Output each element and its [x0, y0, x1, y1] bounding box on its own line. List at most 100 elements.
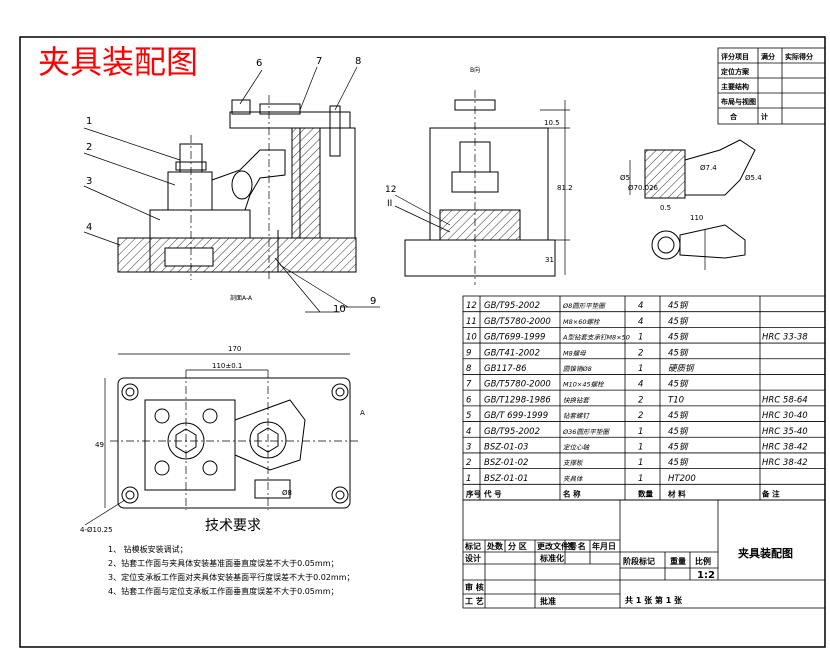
tech-requirement-2: 2、钻套工作面与夹具体安装基准面垂直度误差不大于0.05mm； — [108, 558, 339, 568]
detail-dim-b: Ø70.026 — [628, 184, 659, 192]
parts-cell: 45钢 — [668, 379, 689, 390]
tech-requirement-3: 3、定位支承板工作面对夹具体安装基面平行度误差不大于0.02mm； — [108, 572, 355, 582]
parts-cell: 4 — [638, 380, 643, 390]
title-scale-value: 1:2 — [697, 570, 715, 581]
plan-view — [84, 353, 360, 526]
parts-cell: 11 — [466, 317, 477, 327]
detail-dim-a: Ø5 — [620, 174, 630, 182]
parts-cell: T10 — [668, 395, 684, 405]
parts-cell: HRC 58-64 — [762, 395, 808, 405]
parts-cell: 圆锥销Ø8 — [563, 365, 592, 373]
parts-cell: 硬质钢 — [668, 363, 695, 374]
parts-cell: 1 — [466, 474, 471, 484]
parts-cell: 夹具体 — [563, 475, 584, 483]
parts-cell: 45钢 — [668, 426, 689, 437]
parts-cell: GB/T699-1999 — [484, 333, 545, 343]
parts-cell: 1 — [638, 458, 643, 468]
parts-cell: Ø36圆形平垫圈 — [562, 428, 610, 436]
parts-cell: 45钢 — [668, 332, 689, 343]
score-header-item: 评分项目 — [721, 52, 749, 61]
parts-cell: 快换钻套 — [563, 396, 591, 404]
parts-cell: 10 — [466, 333, 477, 343]
parts-cell: GB/T5780-2000 — [484, 380, 551, 390]
parts-cell: GB/T 699-1999 — [484, 411, 548, 421]
plan-view-labels: 170 110±0.1 49 Ø8 4-Ø10.25 A — [80, 345, 365, 534]
parts-cell: 7 — [466, 380, 472, 390]
parts-cell: 45钢 — [668, 347, 689, 358]
score-row-3: 布局与视图 — [721, 97, 756, 106]
tech-requirements: 技术要求 1、 钻模板安装调试； 2、钻套工作面与夹具体安装基准面垂直度误差不大… — [108, 518, 355, 596]
title-sheet-count: 共 1 张 第 1 张 — [625, 595, 683, 605]
parts-cell: 4 — [638, 301, 643, 311]
callout-7: 7 — [316, 56, 322, 67]
parts-header-cell: 备 注 — [761, 489, 780, 499]
side-callout-II: II — [387, 199, 392, 209]
title-label-scale: 比例 — [695, 556, 711, 566]
callout-4: 1 — [86, 116, 92, 127]
workpiece-detail-view — [629, 139, 756, 270]
parts-cell: 45钢 — [668, 410, 689, 421]
parts-header-cell: 数量 — [638, 489, 653, 499]
score-row-2: 主要结构 — [721, 82, 749, 91]
parts-cell: 2 — [466, 458, 471, 468]
parts-header-cell: 名 称 — [563, 489, 581, 499]
parts-cell: HRC 35-40 — [762, 427, 808, 437]
title-block-text: 夹具装配图 标记 处数 分 区 更改文件号 签 名 年月日 设计 标准化 阶段标… — [464, 541, 793, 606]
parts-header-cell: 序号 — [466, 489, 481, 499]
title-label-stage: 阶段标记 — [623, 556, 655, 566]
parts-cell: GB/T95-2002 — [484, 427, 540, 437]
side-dim-base: 31 — [545, 256, 554, 264]
parts-cell: GB117-86 — [484, 364, 527, 374]
side-view — [394, 90, 570, 285]
callout-6: 6 — [256, 58, 262, 69]
parts-cell: 1 — [638, 442, 643, 452]
parts-cell: HT200 — [668, 474, 696, 484]
parts-header-cell: 材 料 — [668, 489, 686, 499]
title-label-process: 工 艺 — [465, 596, 484, 606]
parts-cell: A型钻套支承钉M8×50 — [562, 334, 630, 342]
score-row-4b: 计 — [761, 112, 768, 121]
parts-cell: 钻套螺钉 — [563, 412, 591, 420]
side-view-tag: B向 — [470, 66, 480, 74]
parts-cell: BSZ-01-03 — [484, 442, 528, 452]
parts-cell: HRC 30-40 — [762, 411, 808, 421]
callout-2: 3 — [86, 176, 92, 187]
parts-cell: 定位心轴 — [563, 443, 591, 451]
parts-cell: 3 — [466, 442, 471, 452]
callout-9: 9 — [370, 296, 376, 307]
plan-dim-height: 49 — [95, 441, 104, 449]
title-label-weight: 重量 — [670, 556, 686, 566]
front-view-labels: 1 2 3 4 6 7 8 9 10 剖面A-A — [86, 56, 376, 315]
parts-cell: 12 — [466, 301, 477, 311]
score-row-4a: 合 — [729, 112, 738, 121]
plan-view-tag: A — [360, 409, 365, 417]
detail-dim-f: 110 — [690, 214, 703, 222]
detail-dim-d: Ø5.4 — [745, 174, 762, 182]
parts-cell: 9 — [466, 348, 471, 358]
detail-dim-c: Ø7.4 — [700, 164, 717, 172]
title-label-design: 设计 — [465, 553, 481, 563]
parts-cell: 45钢 — [668, 457, 689, 468]
title-label-mark: 标记 — [464, 541, 481, 551]
parts-cell: GB/T1298-1986 — [484, 395, 551, 405]
drawing-name: 夹具装配图 — [738, 546, 793, 560]
callout-10: 10 — [333, 304, 346, 315]
parts-cell: 1 — [638, 474, 643, 484]
parts-cell: 4 — [638, 317, 643, 327]
parts-cell: 2 — [638, 395, 643, 405]
front-section-view — [83, 66, 380, 313]
parts-cell: HRC 38-42 — [762, 442, 808, 452]
parts-cell: 8 — [466, 364, 472, 374]
title-label-date: 年月日 — [592, 541, 616, 551]
score-table — [717, 47, 826, 125]
tech-requirements-title: 技术要求 — [205, 518, 261, 534]
side-callout-12: 12 — [385, 185, 396, 195]
parts-cell: 1 — [638, 427, 643, 437]
parts-cell: GB/T5780-2000 — [484, 317, 551, 327]
title-label-approve: 批准 — [540, 596, 556, 606]
parts-cell: M8螺母 — [563, 349, 586, 357]
callout-3: 2 — [86, 142, 92, 153]
parts-cell: 1 — [638, 333, 643, 343]
parts-cell: 6 — [466, 395, 472, 405]
